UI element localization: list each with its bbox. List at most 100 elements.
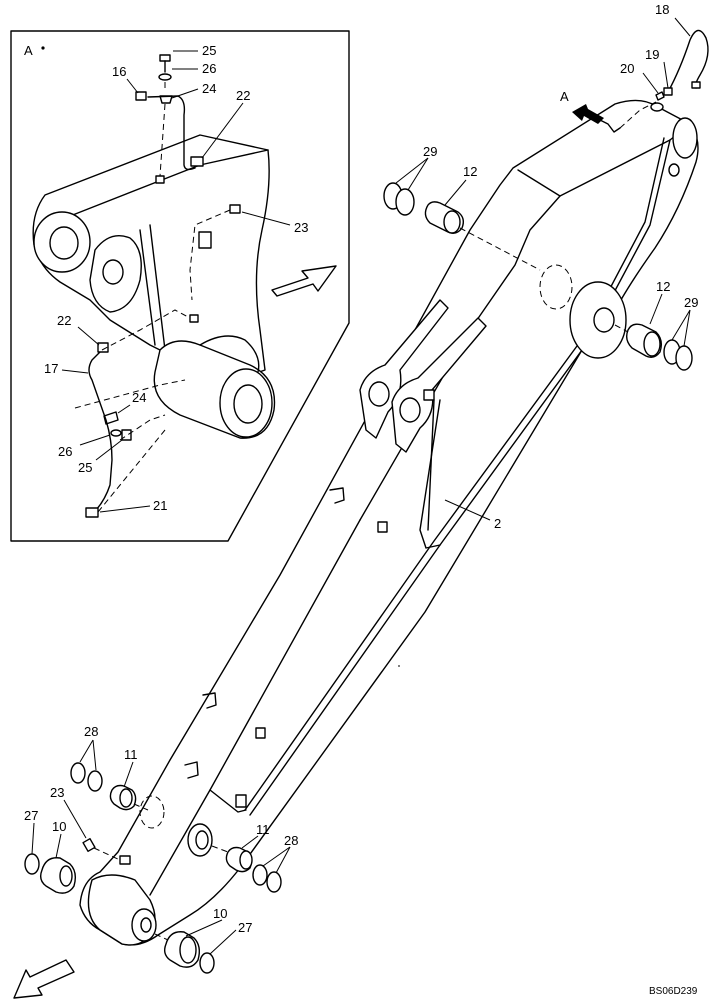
view-a-target-clip xyxy=(599,119,621,133)
leader-27a xyxy=(31,822,35,855)
inset-lower-boss xyxy=(199,335,260,373)
callout-26b: 26 xyxy=(58,444,72,459)
leader-20 xyxy=(642,72,659,94)
leader-16 xyxy=(126,78,139,94)
inset-tube-fitting-16 xyxy=(135,91,147,101)
leader-10b xyxy=(185,919,223,937)
dash-11a xyxy=(133,803,149,811)
leader-29b-1 xyxy=(671,309,691,341)
arm-bracket-bore-left xyxy=(368,381,390,407)
inset-grease-fitting-23 xyxy=(229,204,241,214)
inset-arm-side-edge-2 xyxy=(139,229,156,346)
drawing-code: BS06D239 xyxy=(649,986,698,997)
dash-23b xyxy=(93,847,121,861)
leader-12a xyxy=(444,179,467,206)
inset-tube-fitting-22b xyxy=(97,342,109,353)
callout-23b: 23 xyxy=(50,785,64,800)
callout-25a: 25 xyxy=(202,43,216,58)
arm-pivot-bore xyxy=(593,307,615,333)
leader-28b-1 xyxy=(262,846,291,867)
view-a-label: A xyxy=(560,89,569,104)
arm-clip-4 xyxy=(255,727,266,739)
arm-rear-edge xyxy=(209,789,247,813)
callout-21: 21 xyxy=(153,498,167,513)
leader-11b xyxy=(241,835,259,849)
leader-23a xyxy=(241,211,291,226)
part-10a-bushing-face xyxy=(59,865,73,887)
inset-boss-left-bore xyxy=(49,226,79,260)
part-28b-ring-1 xyxy=(252,864,268,886)
leader-19 xyxy=(663,61,669,89)
arm-bottom-web-line-2 xyxy=(244,345,578,811)
callout-29b: 29 xyxy=(684,295,698,310)
callout-11b: 11 xyxy=(256,822,270,837)
dash-12b xyxy=(614,324,629,333)
inset-tube-fitting-21 xyxy=(85,507,99,518)
inset-clamp-mid xyxy=(198,231,212,249)
inset-view-dot xyxy=(41,46,45,50)
leader-11a xyxy=(123,761,134,788)
loose-parts xyxy=(13,29,709,999)
callout-12a: 12 xyxy=(463,164,477,179)
inset-frame xyxy=(10,30,350,542)
arm-bracket-fitting xyxy=(423,389,435,401)
inset-dash-21 xyxy=(97,429,166,513)
inset-direction-arrow xyxy=(271,265,337,297)
leader-24b xyxy=(117,404,131,414)
part-23b-grease-fitting xyxy=(82,837,96,853)
inset-dash-24b xyxy=(74,379,186,409)
inset-view-label: A xyxy=(24,43,33,58)
part-18-hose-end xyxy=(691,81,701,89)
arm-bucket-end-bore xyxy=(140,917,152,933)
leader-22a xyxy=(201,102,244,159)
inset-washer-26b xyxy=(110,429,122,437)
arm-lower-edge xyxy=(419,399,441,549)
part-10b-bushing-face xyxy=(179,936,197,964)
leader-12b xyxy=(649,293,663,325)
callout-25b: 25 xyxy=(78,460,92,475)
part-27a-ring xyxy=(24,853,40,875)
part-19-fitting xyxy=(663,87,673,96)
callout-22a: 22 xyxy=(236,88,250,103)
callout-20: 20 xyxy=(620,61,634,76)
leader-25b xyxy=(95,439,123,461)
arm-clip-1 xyxy=(329,487,345,504)
part-29a-ring-2 xyxy=(395,188,415,216)
part-18-grease-hose xyxy=(667,29,709,93)
front-direction-arrow xyxy=(13,959,75,999)
arm-link-hidden-bore xyxy=(139,795,165,829)
part-11a-bushing-face xyxy=(119,788,133,808)
callout-27b: 27 xyxy=(238,920,252,935)
callout-2: 2 xyxy=(494,516,501,531)
arm-side-plate-line-2 xyxy=(605,137,665,297)
callout-28a: 28 xyxy=(84,724,98,739)
inset-dash-25b xyxy=(119,414,166,441)
inset-bolt-25b xyxy=(121,429,132,441)
inset-bracket-upper xyxy=(155,175,165,184)
inset-bracket-lower xyxy=(189,314,199,323)
callout-11a: 11 xyxy=(124,747,138,762)
arm-web-rib xyxy=(427,399,435,531)
callout-28b: 28 xyxy=(284,833,298,848)
inset-grease-tube-upper xyxy=(147,95,196,171)
arm-clip-3 xyxy=(202,692,217,709)
leader-23b xyxy=(63,799,87,839)
leader-24a xyxy=(171,88,199,99)
callout-23a: 23 xyxy=(294,220,308,235)
part-29b-ring-2 xyxy=(675,345,693,371)
callout-22b: 22 xyxy=(57,313,71,328)
callout-24a: 24 xyxy=(202,81,216,96)
inset-dash-clip-a xyxy=(159,103,166,177)
arm-bracket-bore-right xyxy=(399,397,421,423)
inset-clip-24a xyxy=(159,95,173,104)
leader-18 xyxy=(674,17,691,37)
arm-lower-grease-boss xyxy=(119,855,131,865)
inset-boss-mid-bore xyxy=(102,259,124,285)
part-28b-ring-2 xyxy=(266,871,282,893)
arm-clip-2 xyxy=(377,521,388,533)
callout-24b: 24 xyxy=(132,390,146,405)
arm-assembly xyxy=(79,99,699,946)
dash-12a xyxy=(459,227,541,271)
part-27b-ring xyxy=(199,952,215,974)
